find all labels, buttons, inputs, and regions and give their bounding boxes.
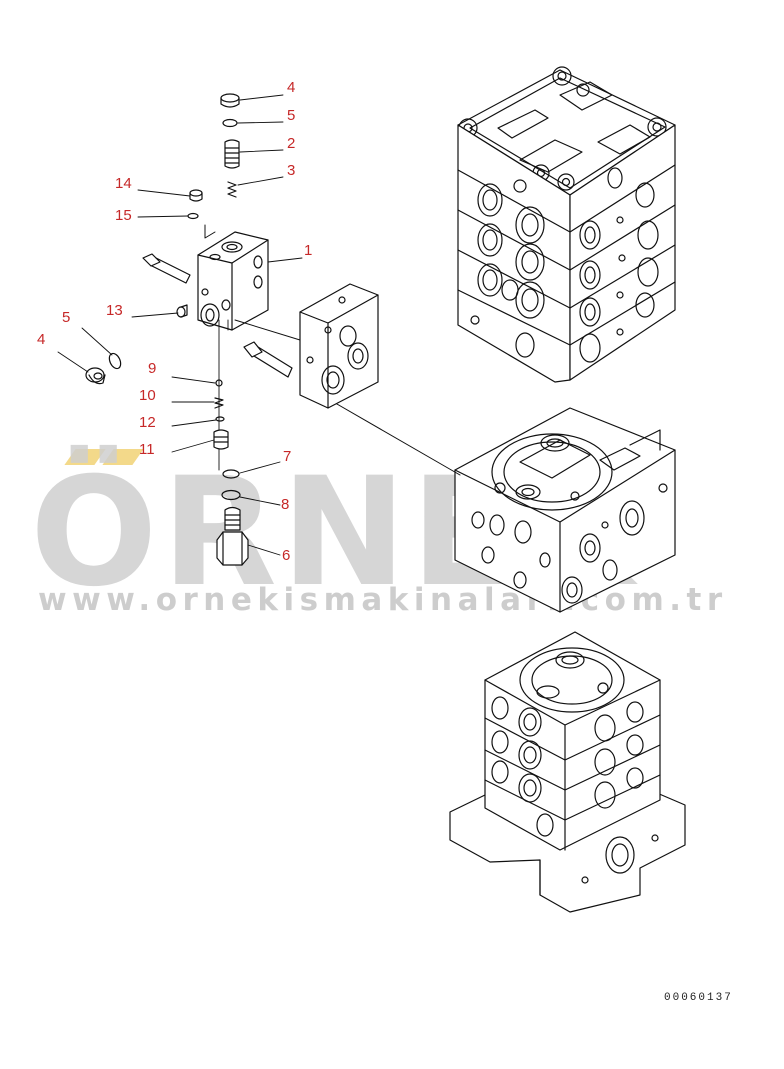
- part-seat-11: [213, 429, 229, 450]
- callout-10: 10: [139, 387, 156, 404]
- callout-4a: 4: [287, 79, 295, 96]
- part-plug-14: [189, 189, 203, 202]
- callout-3: 3: [287, 162, 295, 179]
- control-valve-assembly-bottom: [449, 631, 686, 913]
- part-oring-left: [108, 352, 122, 370]
- callout-6: 6: [282, 547, 290, 564]
- callout-2: 2: [287, 135, 295, 152]
- part-oring-8: [221, 489, 241, 501]
- valve-section-middle: [454, 407, 676, 613]
- part-ring-12: [215, 416, 225, 422]
- part-spring-10: [214, 397, 224, 409]
- callout-14: 14: [115, 175, 132, 192]
- callout-5b: 5: [62, 309, 70, 326]
- callout-7: 7: [283, 448, 291, 465]
- part-plug-left: [85, 367, 106, 385]
- part-bolt-lower: [243, 341, 293, 378]
- callout-4b: 4: [37, 331, 45, 348]
- callout-5a: 5: [287, 107, 295, 124]
- part-cartridge: [224, 139, 240, 169]
- part-valve-block: [197, 231, 269, 331]
- callout-15: 15: [115, 207, 132, 224]
- control-valve-assembly-top: [457, 66, 676, 383]
- drawing-number: 00060137: [664, 992, 733, 1004]
- part-spring-top: [227, 181, 237, 198]
- part-oring-top: [222, 118, 238, 128]
- callout-11: 11: [139, 441, 155, 458]
- callout-12: 12: [139, 414, 156, 431]
- part-bolt-upper: [142, 253, 191, 284]
- part-ball-9: [215, 379, 223, 387]
- ports-left-face: [470, 179, 545, 358]
- part-cover-plate: [299, 283, 379, 409]
- exploded-parts: [85, 93, 461, 566]
- callout-9: 9: [148, 360, 156, 377]
- callout-leader-lines: [57, 94, 303, 556]
- part-relief-valve-6: [216, 506, 249, 566]
- ports-right-face: [579, 167, 659, 363]
- callout-1: 1: [304, 242, 312, 259]
- callout-8: 8: [281, 496, 289, 513]
- part-oring-7: [222, 469, 240, 479]
- top-bolts: [458, 66, 667, 191]
- callout-13: 13: [106, 302, 123, 319]
- part-plug-top: [220, 93, 240, 108]
- part-plug-13: [176, 304, 188, 318]
